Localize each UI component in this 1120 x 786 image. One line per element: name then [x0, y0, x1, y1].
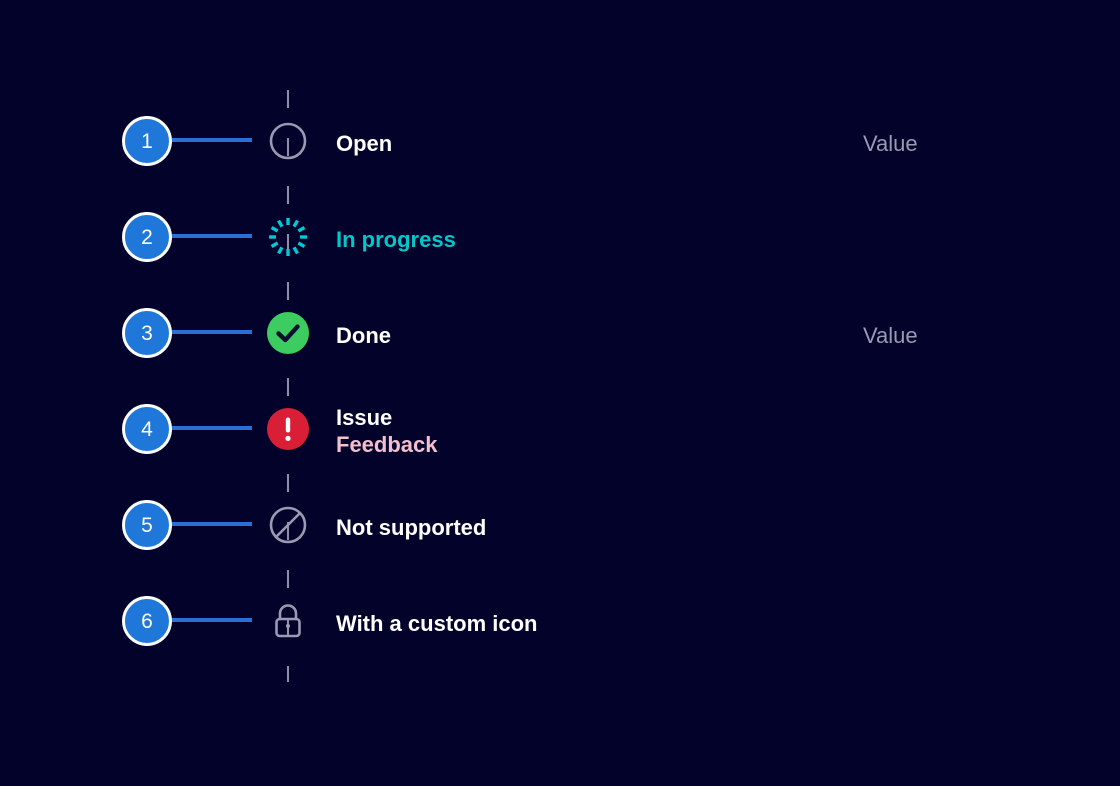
- status-label-5: Not supported: [336, 514, 487, 540]
- step-badge-6[interactable]: 6: [122, 596, 172, 646]
- step-badge-1-number: 1: [141, 129, 153, 153]
- step-badge-2[interactable]: 2: [122, 212, 172, 262]
- step-badge-5-number: 5: [141, 513, 153, 537]
- status-label-4: Issue: [336, 405, 393, 431]
- status-label-2: In progress: [336, 226, 456, 252]
- status-labels-5: Not supported: [336, 480, 486, 576]
- status-labels-3: Done: [336, 288, 391, 384]
- exclamation-circle-icon: [264, 405, 312, 453]
- step-connector-3: [172, 330, 252, 334]
- check-circle-icon: [264, 309, 312, 357]
- step-connector-6: [172, 618, 252, 622]
- step-badge-6-number: 6: [141, 609, 153, 633]
- status-labels-2: In progress: [336, 192, 456, 288]
- status-row-issue[interactable]: 4 Issue Feedback: [0, 384, 1120, 480]
- status-label-6: With a custom icon: [336, 610, 538, 636]
- status-row-custom-icon[interactable]: 6 With a custom icon: [0, 576, 1120, 672]
- status-row-in-progress[interactable]: 2 In: [0, 192, 1120, 288]
- status-row-open[interactable]: 1 Open Value: [0, 96, 1120, 192]
- step-badge-5[interactable]: 5: [122, 500, 172, 550]
- spinner-icon: [264, 213, 312, 261]
- status-labels-1: Open: [336, 96, 392, 192]
- status-sublabel-4: Feedback: [336, 432, 438, 457]
- status-label-1: Open: [336, 130, 393, 156]
- step-badge-3-number: 3: [141, 321, 153, 345]
- step-connector-1: [172, 138, 252, 142]
- step-connector-5: [172, 522, 252, 526]
- status-value-3: Value: [863, 323, 918, 348]
- lock-icon: [264, 597, 312, 645]
- not-supported-icon: [264, 501, 312, 549]
- step-connector-4: [172, 426, 252, 430]
- step-badge-2-number: 2: [141, 225, 153, 249]
- step-badge-3[interactable]: 3: [122, 308, 172, 358]
- step-badge-1[interactable]: 1: [122, 116, 172, 166]
- status-labels-4: Issue Feedback: [336, 384, 438, 480]
- status-label-3: Done: [336, 322, 391, 348]
- status-value-1: Value: [863, 131, 918, 156]
- timeline-dashed-rail: [287, 90, 289, 682]
- step-connector-2: [172, 234, 252, 238]
- step-badge-4[interactable]: 4: [122, 404, 172, 454]
- step-badge-4-number: 4: [141, 417, 153, 441]
- circle-outline-icon: [264, 117, 312, 165]
- status-labels-6: With a custom icon: [336, 576, 537, 672]
- status-row-done[interactable]: 3 Done Value: [0, 288, 1120, 384]
- status-row-not-supported[interactable]: 5 Not supported: [0, 480, 1120, 576]
